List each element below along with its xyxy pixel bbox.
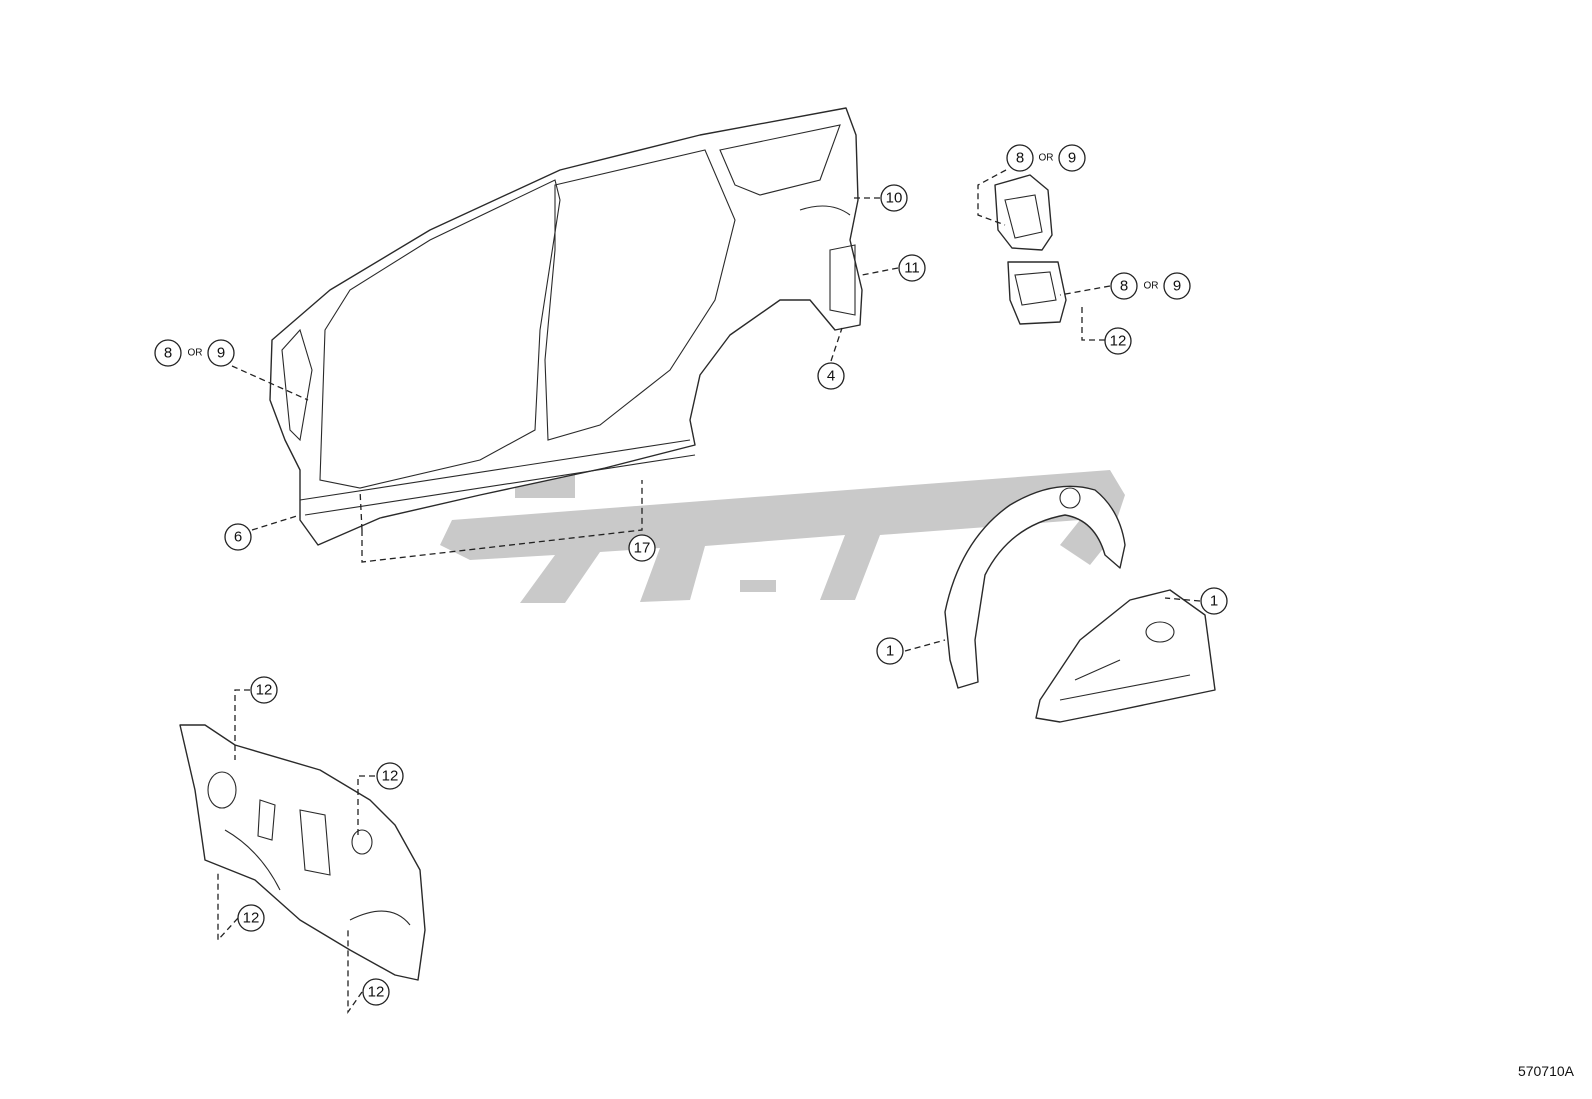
svg-text:17: 17 bbox=[634, 540, 651, 557]
svg-text:9: 9 bbox=[217, 345, 225, 362]
svg-text:12: 12 bbox=[368, 984, 385, 1001]
svg-text:9: 9 bbox=[1068, 150, 1076, 167]
svg-text:6: 6 bbox=[234, 529, 242, 546]
callout-bracket-mid-9: 9 bbox=[1163, 272, 1191, 300]
callout-dash-12-mid: 12 bbox=[376, 762, 404, 790]
svg-text:12: 12 bbox=[243, 910, 260, 927]
or-label: OR bbox=[1039, 153, 1054, 164]
rear-wheelhouse-outer bbox=[944, 485, 1126, 689]
svg-text:10: 10 bbox=[886, 190, 903, 207]
svg-text:1: 1 bbox=[886, 643, 894, 660]
callout-side-4: 4 bbox=[817, 362, 845, 390]
callout-side-6: 6 bbox=[224, 523, 252, 551]
document-code: 570710A bbox=[1517, 1063, 1574, 1079]
callout-side-front-8: 8 bbox=[154, 339, 182, 367]
dash-panel bbox=[179, 724, 426, 981]
callout-bracket-top-8: 8 bbox=[1006, 144, 1034, 172]
body-side-panel bbox=[269, 107, 863, 546]
rear-wheelhouse-inner bbox=[1035, 589, 1216, 723]
callout-side-11: 11 bbox=[898, 254, 926, 282]
callout-arch-right-1: 1 bbox=[1200, 587, 1228, 615]
callout-dash-12-low-left: 12 bbox=[237, 904, 265, 932]
watermark-logo bbox=[440, 470, 1125, 603]
or-label: OR bbox=[188, 348, 203, 359]
svg-text:8: 8 bbox=[164, 345, 172, 362]
callout-side-17: 17 bbox=[628, 534, 656, 562]
svg-text:11: 11 bbox=[904, 260, 920, 277]
callout-dash-12-low-right: 12 bbox=[362, 978, 390, 1006]
svg-text:1: 1 bbox=[1210, 593, 1218, 610]
callout-arch-left-1: 1 bbox=[876, 637, 904, 665]
svg-text:12: 12 bbox=[256, 682, 273, 699]
callout-side-10: 10 bbox=[880, 184, 908, 212]
leader-lines bbox=[217, 169, 1201, 1015]
svg-text:4: 4 bbox=[827, 368, 835, 385]
svg-text:12: 12 bbox=[1110, 333, 1127, 350]
callout-side-front-9: 9 bbox=[207, 339, 235, 367]
svg-text:8: 8 bbox=[1016, 150, 1024, 167]
callout-bracket-mid-8: 8 bbox=[1110, 272, 1138, 300]
svg-text:9: 9 bbox=[1173, 278, 1181, 295]
svg-text:8: 8 bbox=[1120, 278, 1128, 295]
quarter-bracket-upper bbox=[994, 174, 1053, 251]
or-label: OR bbox=[1144, 281, 1159, 292]
quarter-bracket-lower bbox=[1007, 261, 1067, 325]
svg-text:12: 12 bbox=[382, 768, 399, 785]
callout-bracket-12: 12 bbox=[1104, 327, 1132, 355]
callout-bracket-top-9: 9 bbox=[1058, 144, 1086, 172]
callout-dash-12-top: 12 bbox=[250, 676, 278, 704]
